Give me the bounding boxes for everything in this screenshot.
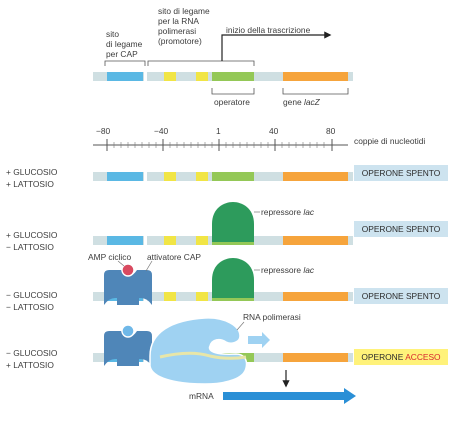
row-3-condition-1: − GLUCOSIO [6, 290, 58, 300]
lac-repressor-row-2 [212, 202, 254, 242]
axis-tick-80: 80 [326, 126, 336, 136]
promoter-bracket [147, 60, 255, 66]
rna-polymerase-site-label: sito di legame per la RNA polimerasi (pr… [158, 6, 210, 46]
repressor-label-row-2: repressore lac [261, 207, 315, 217]
gene-name: lacZ [303, 97, 320, 107]
promoter-box-10 [196, 72, 208, 81]
operator-label: operatore [214, 97, 250, 107]
repressor-label-row-3: repressore lac [261, 265, 315, 275]
mrna-label: mRNA [189, 391, 214, 401]
status-badge-row-3: OPERONE SPENTO [354, 288, 448, 304]
cap-activator-row-3 [104, 263, 152, 305]
cyclic-amp-molecule-row-4 [121, 324, 135, 338]
promoter-box-35 [164, 72, 176, 81]
rna-polymerase [149, 317, 248, 385]
cap-site-bracket [104, 60, 146, 66]
lac-repressor-row-3 [212, 258, 254, 298]
axis-tick--40: −40 [154, 126, 169, 136]
transcription-start-arrow [221, 31, 332, 61]
gene-bracket [282, 88, 349, 95]
mrna-transcript-arrow [223, 388, 356, 404]
cap-activator-label: attivatore CAP [147, 252, 201, 262]
status-badge-row-4: OPERONE ACCESO [354, 349, 448, 365]
operator-site [212, 72, 254, 81]
transcription-direction-arrow [248, 332, 270, 348]
operator-bracket [211, 88, 255, 95]
nucleotide-scale-axis [93, 139, 348, 151]
cap-activator-row-4 [104, 324, 152, 366]
row-2-condition-2: − LATTOSIO [6, 242, 54, 252]
row-1-condition-2: + LATTOSIO [6, 179, 54, 189]
axis-tick-40: 40 [269, 126, 279, 136]
cap-binding-site [107, 72, 143, 81]
cyclic-amp-molecule [121, 263, 135, 277]
row-1-condition-1: + GLUCOSIO [6, 167, 58, 177]
cap-site-label: sito di legame per CAP [106, 29, 143, 59]
rna-polymerase-label: RNA polimerasi [243, 312, 301, 322]
transcription-start-label: inizio della trascrizione [226, 25, 311, 35]
status-badge-row-1: OPERONE SPENTO [354, 165, 448, 181]
axis-tick--80: −80 [96, 126, 111, 136]
status-badge-row-2: OPERONE SPENTO [354, 221, 448, 237]
gene-label: gene lacZ [283, 97, 320, 107]
row-4-condition-1: − GLUCOSIO [6, 348, 58, 358]
axis-label: coppie di nucleotidi [354, 136, 426, 146]
row-3-condition-2: − LATTOSIO [6, 302, 54, 312]
dna-strand-reference [93, 72, 353, 81]
row-2-condition-1: + GLUCOSIO [6, 230, 58, 240]
lacz-gene [283, 72, 348, 81]
top-brackets [104, 60, 349, 95]
cyclic-amp-label: AMP ciclico [88, 252, 132, 262]
axis-tick-1: 1 [216, 126, 221, 136]
row-4-condition-2: + LATTOSIO [6, 360, 54, 370]
dna-strand-row-1 [93, 172, 353, 181]
